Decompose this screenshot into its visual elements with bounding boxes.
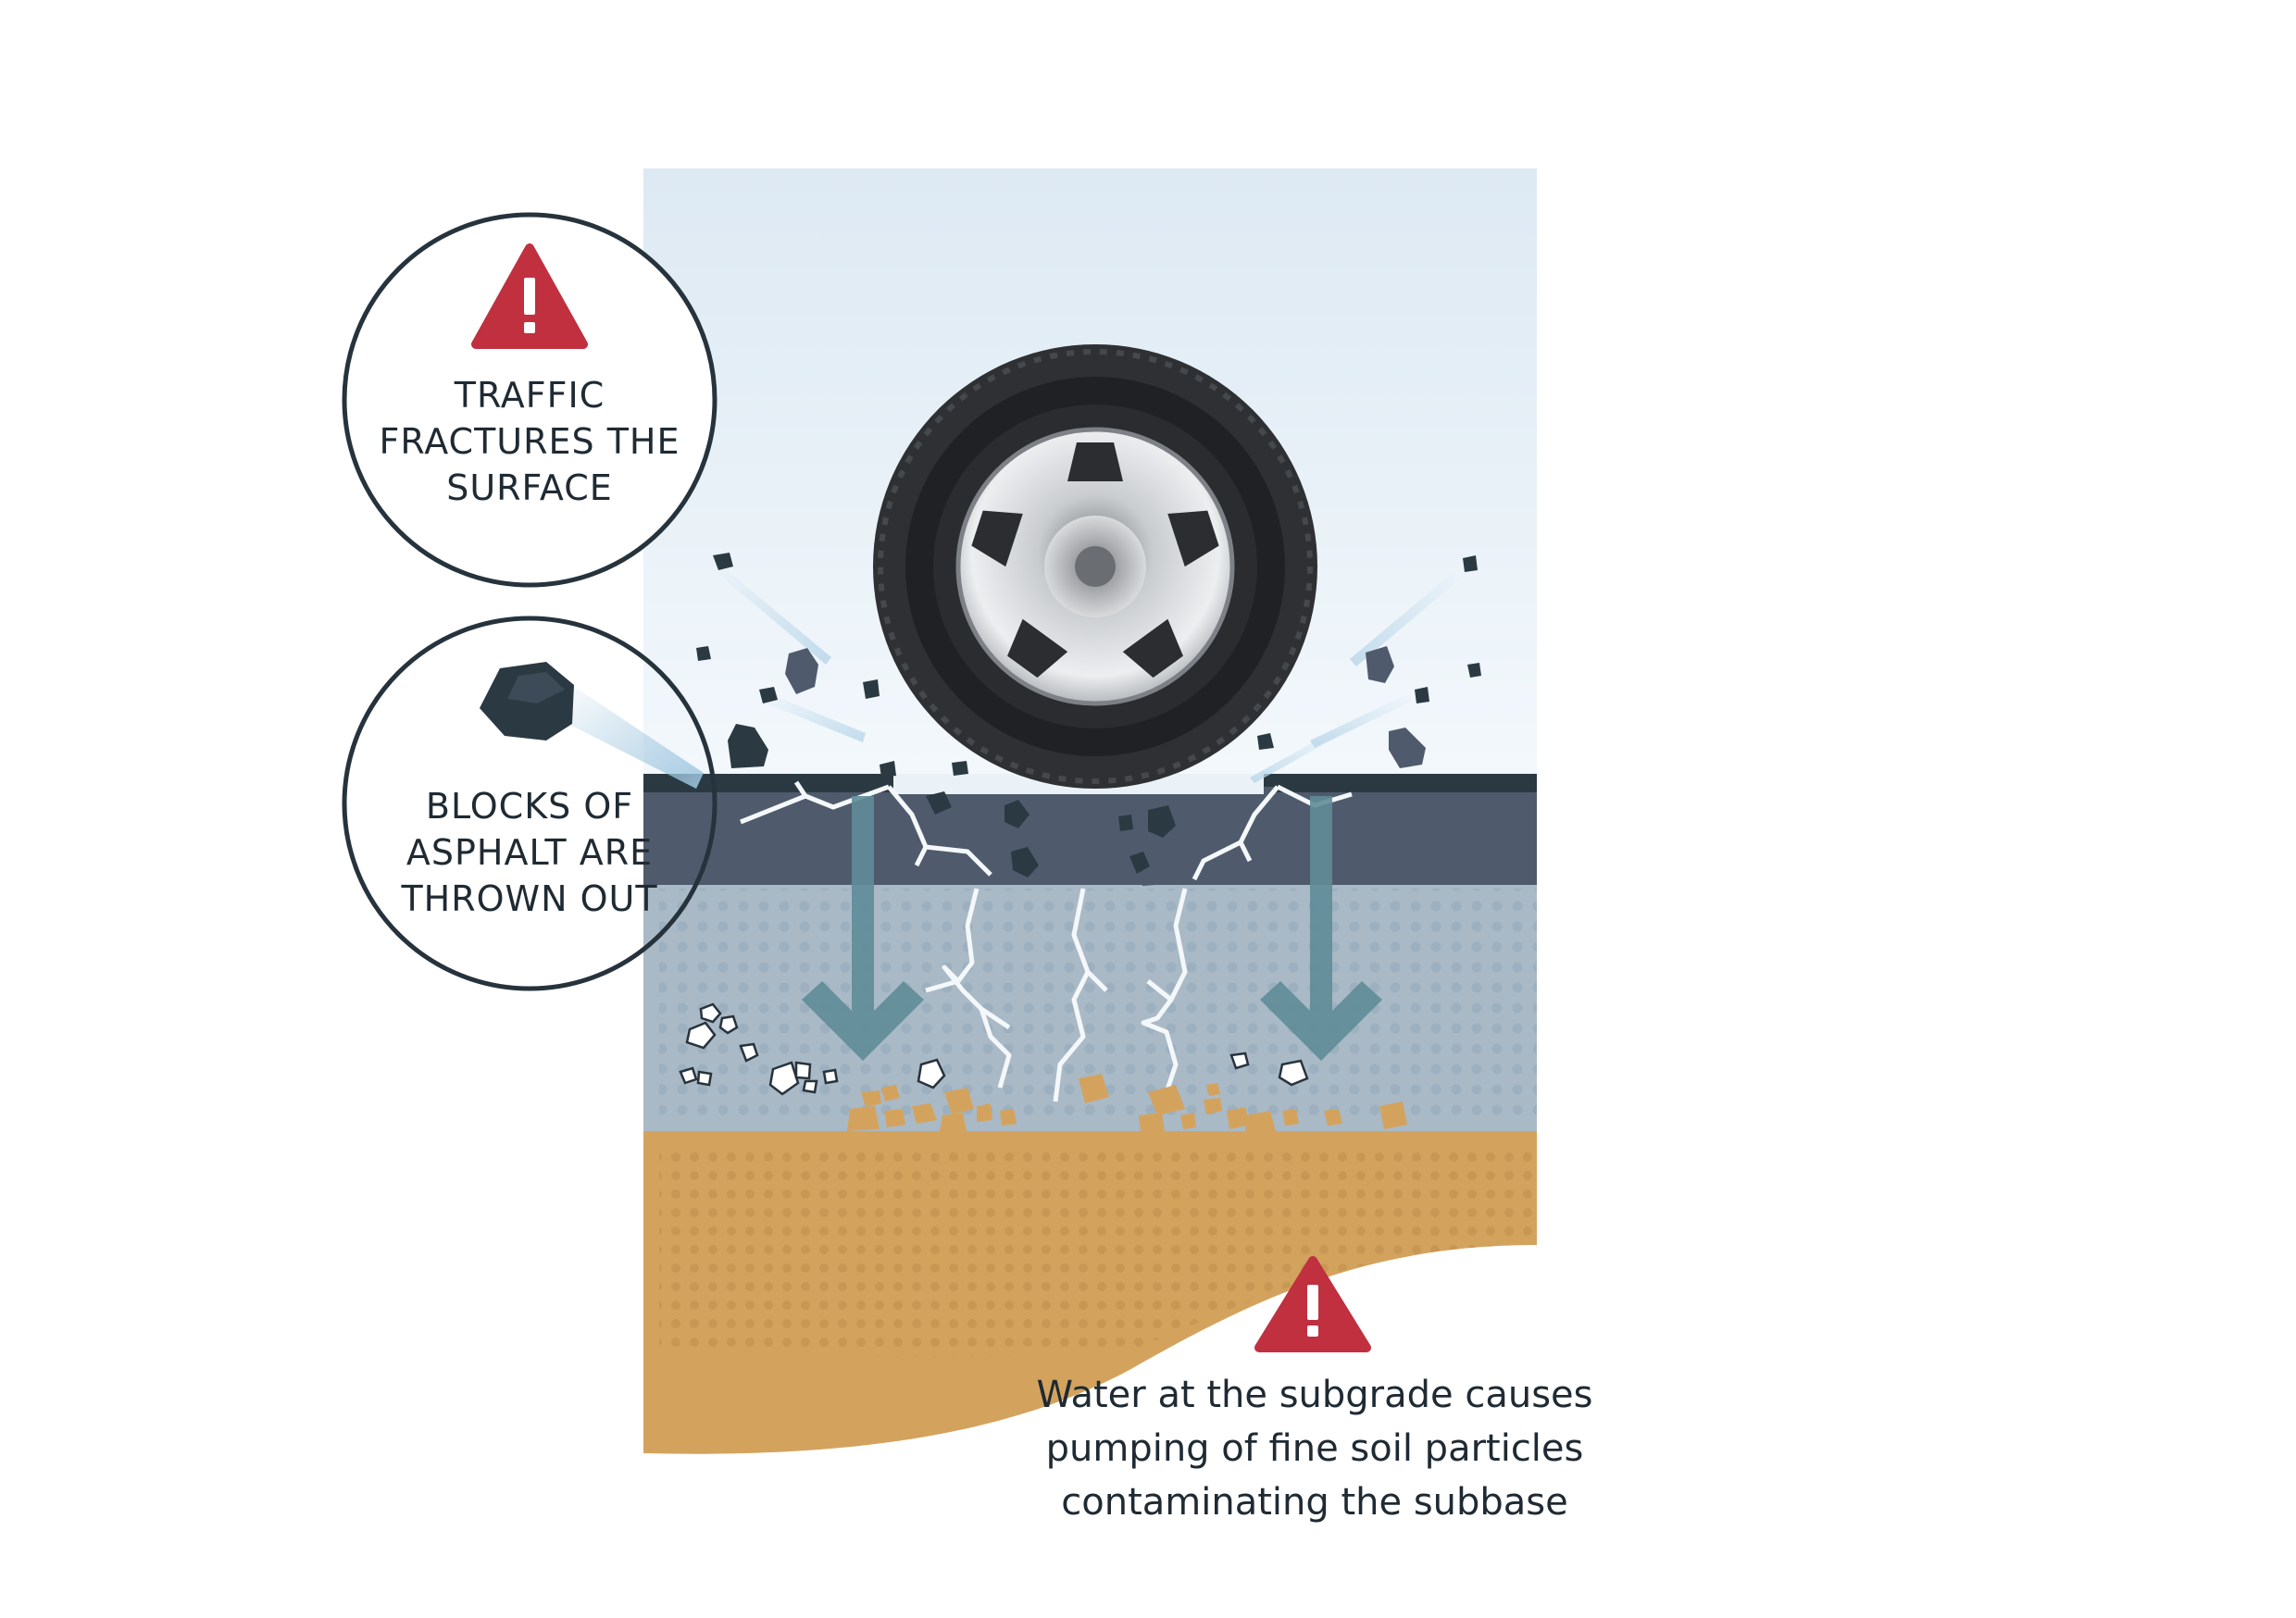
water-arrow-right <box>1260 796 1382 1061</box>
subbase-cracks <box>925 888 1188 1102</box>
callout-traffic-text: TRAFFIC FRACTURES THE SURFACE <box>363 372 696 511</box>
water-arrow-left <box>802 796 924 1061</box>
callout-blocks-line: ASPHALT ARE <box>406 832 654 873</box>
callout-blocks-circle <box>342 616 718 991</box>
debris-motion-streaks <box>718 566 1459 783</box>
callout-blocks-line: THROWN OUT <box>401 878 658 919</box>
subgrade-soil-texture <box>659 1144 1537 1357</box>
subgrade-note-line: Water at the subgrade causes <box>1036 1374 1593 1416</box>
warning-triangle-icon <box>471 243 588 349</box>
subgrade-note-line: pumping of fine soil particles <box>1045 1427 1584 1470</box>
callout-traffic-line: TRAFFIC <box>454 375 605 416</box>
subgrade-note-line: contaminating the subbase <box>1061 1481 1568 1524</box>
tire-wheel-icon <box>873 344 1317 789</box>
pothole-break <box>889 787 1278 884</box>
subgrade-note-text: Water at the subgrade causes pumping of … <box>1000 1368 1629 1529</box>
callout-blocks-line: BLOCKS OF <box>425 786 634 827</box>
callout-traffic-line: FRACTURES THE <box>379 421 680 462</box>
callout-rock-streak <box>555 680 704 789</box>
flying-asphalt-debris <box>696 553 1481 886</box>
callout-traffic-circle <box>342 212 718 588</box>
callout-traffic-line: SURFACE <box>446 467 613 508</box>
callout-blocks-text: BLOCKS OF ASPHALT ARE THROWN OUT <box>363 783 696 922</box>
aggregate-stones <box>679 1002 1309 1096</box>
pumped-soil-particles <box>847 1074 1407 1131</box>
subgrade-warning-icon <box>1254 1256 1371 1352</box>
asphalt-block-icon <box>480 662 574 741</box>
